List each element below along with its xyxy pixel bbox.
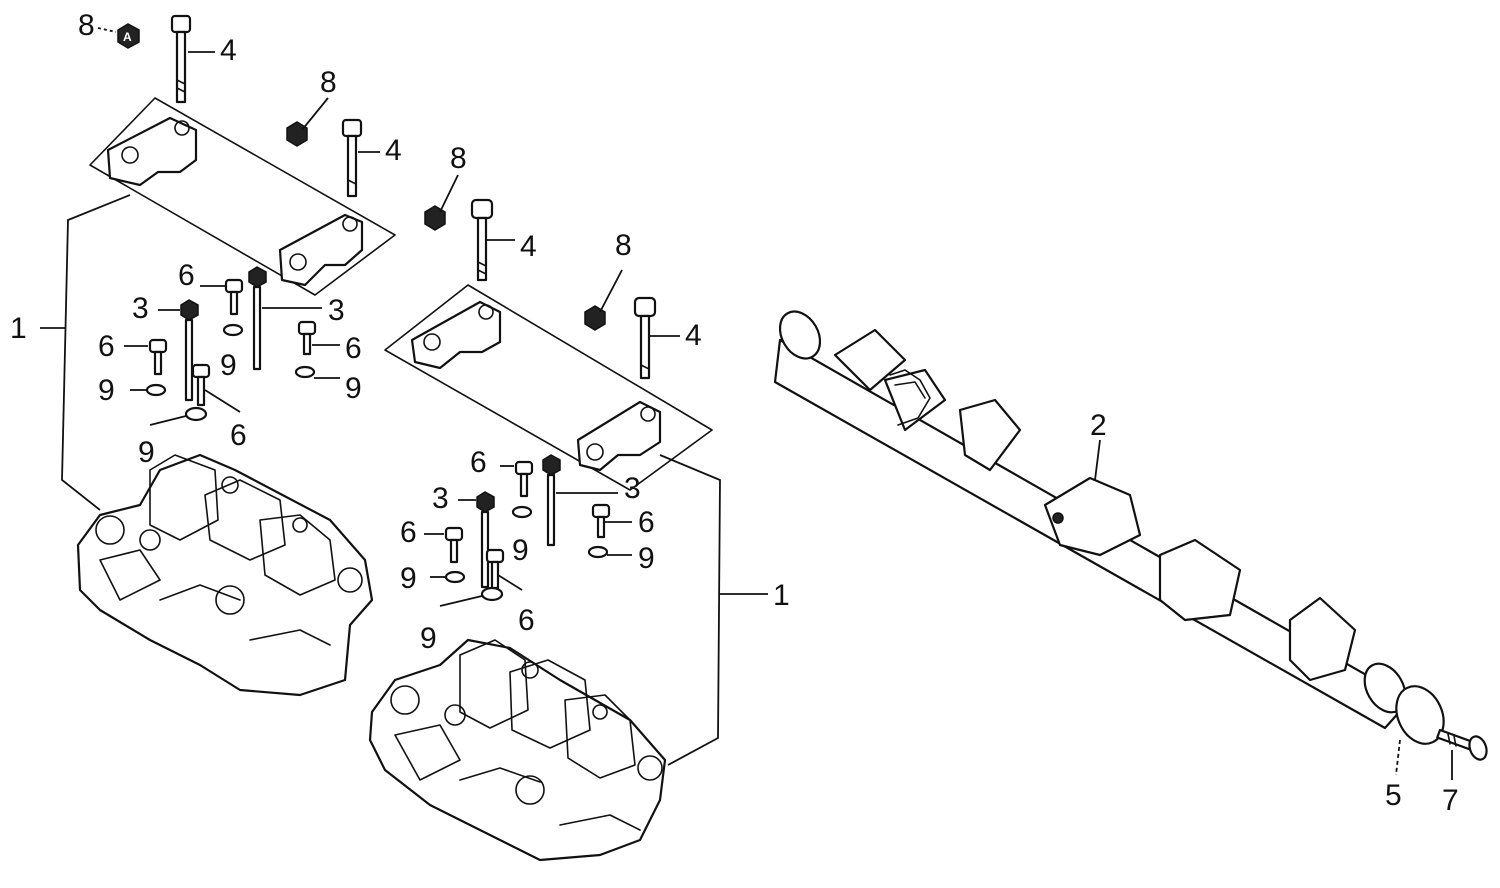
callout-3-center-a: 3 (432, 482, 449, 515)
bearing-cap-center-rear (576, 400, 662, 472)
washer-9-center-a (511, 505, 533, 519)
bolt-4-b (341, 118, 363, 198)
callout-8-a: 8 (78, 9, 95, 42)
bearing-cap-center-front (410, 300, 502, 370)
callout-9-center-d: 9 (420, 622, 437, 655)
callout-8-b: 8 (320, 66, 337, 99)
washer-9-left-d (184, 406, 208, 422)
callout-8-c: 8 (450, 142, 467, 175)
bolt-6-center-b (444, 526, 464, 564)
bolt-7 (1436, 728, 1488, 761)
leader-1-center (659, 454, 721, 766)
callout-9-left-b: 9 (98, 374, 115, 407)
callout-6-left-d: 6 (230, 419, 247, 452)
bolt-6-left-c (297, 320, 317, 356)
bearing-cap-plate-center (384, 284, 713, 491)
callout-9-center-a: 9 (512, 534, 529, 567)
callout-6-center-d: 6 (518, 604, 535, 637)
callout-6-center-b: 6 (400, 516, 417, 549)
bolt-6-left-d (191, 363, 211, 407)
nut-8-b (286, 121, 308, 147)
callout-4-d: 4 (685, 319, 702, 352)
cylinder-head-left (76, 453, 374, 697)
leader-1-left (61, 194, 131, 511)
bearing-cap-left-rear (278, 213, 364, 287)
callout-4-b: 4 (385, 134, 402, 167)
bolt-6-left-b (148, 338, 168, 376)
washer-9-left-c (294, 365, 316, 379)
bolt-6-left-a (224, 278, 244, 316)
callout-3-left-a: 3 (132, 292, 149, 325)
stud-3-left-b (248, 266, 267, 371)
callout-6-left-a: 6 (178, 259, 195, 292)
callout-4-c: 4 (520, 230, 537, 263)
bearing-cap-plate-left (89, 97, 396, 296)
callout-9-left-c: 9 (345, 372, 362, 405)
camshaft (773, 310, 1412, 730)
callout-1-left: 1 (10, 312, 27, 345)
bearing-cap-left-front (106, 116, 198, 187)
callout-9-center-b: 9 (400, 562, 417, 595)
bolt-6-center-a (514, 460, 534, 498)
stud-3-center-b (542, 454, 561, 547)
callout-6-center-c: 6 (638, 506, 655, 539)
nut-8-a: A (117, 23, 140, 49)
bolt-4-c (470, 198, 494, 282)
washer-9-left-a (222, 323, 244, 337)
callout-3-left-b: 3 (328, 294, 345, 327)
callout-9-center-c: 9 (638, 542, 655, 575)
bolt-4-a (170, 14, 192, 104)
washer-9-center-d (480, 586, 504, 602)
callout-5: 5 (1385, 779, 1402, 812)
callout-7: 7 (1442, 784, 1459, 817)
callout-9-left-d: 9 (138, 436, 155, 469)
bolt-6-center-d (485, 548, 505, 590)
washer-9-center-b (444, 570, 466, 584)
callout-8-d: 8 (615, 229, 632, 262)
callout-2: 2 (1090, 409, 1107, 442)
bolt-4-d (633, 296, 657, 380)
washer-5 (1395, 685, 1445, 745)
cylinder-head-center (368, 638, 667, 862)
callout-1-center: 1 (773, 579, 790, 612)
callout-4-a: 4 (220, 34, 237, 67)
callout-6-left-b: 6 (98, 330, 115, 363)
callout-6-left-c: 6 (345, 332, 362, 365)
bolt-6-center-c (591, 503, 611, 539)
svg-text:A: A (123, 30, 132, 44)
callout-9-left-a: 9 (220, 349, 237, 382)
callout-3-center-b: 3 (624, 472, 641, 505)
stud-3-left-a (180, 299, 199, 402)
washer-9-left-b (145, 383, 167, 397)
washer-9-center-c (587, 545, 609, 559)
callout-6-center-a: 6 (470, 446, 487, 479)
